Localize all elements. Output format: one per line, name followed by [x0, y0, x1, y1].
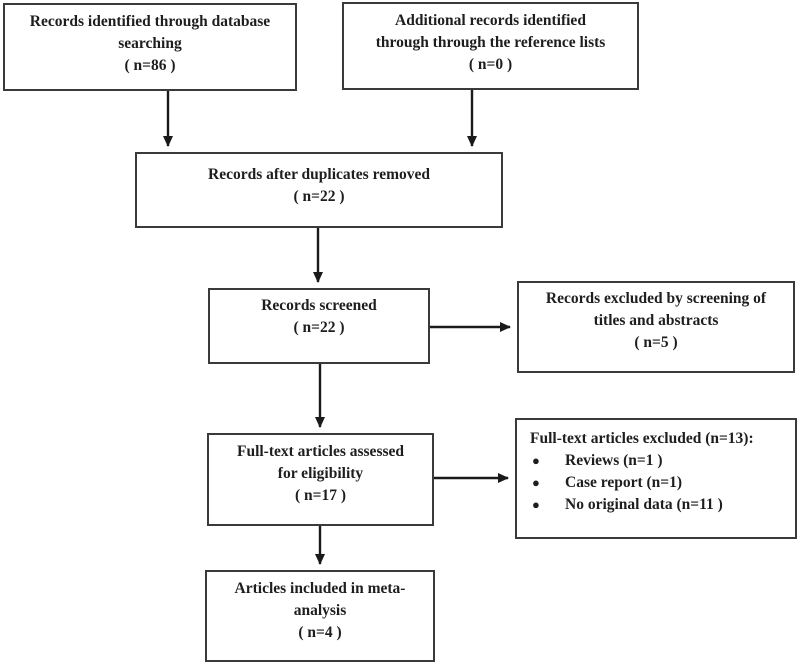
- fulltext-excluded-item: Case report (n=1): [565, 474, 683, 491]
- box-records-screened: Records screened ( n=22 ): [208, 288, 430, 364]
- fulltext-excluded-item: No original data (n=11 ): [565, 496, 723, 513]
- box-fulltext-excluded: Full-text articles excluded (n=13): ● Re…: [515, 418, 797, 539]
- box-fulltext-assessed: Full-text articles assessed for eligibil…: [207, 433, 434, 526]
- fulltext-excluded-item: Reviews (n=1 ): [565, 452, 663, 469]
- fulltext-excluded-item-row: ● No original data (n=11 ): [517, 494, 795, 516]
- articles-included-text: Articles included in meta- analysis ( n=…: [234, 580, 406, 641]
- duplicates-removed-text: Records after duplicates removed ( n=22 …: [208, 166, 430, 205]
- bullet-icon: ●: [532, 497, 540, 512]
- fulltext-excluded-item-row: ● Reviews (n=1 ): [517, 450, 795, 472]
- bullet-icon: ●: [532, 475, 540, 490]
- fulltext-excluded-item-row: ● Case report (n=1): [517, 472, 795, 494]
- box-articles-included: Articles included in meta- analysis ( n=…: [205, 570, 435, 662]
- additional-records-text: Additional records identified through th…: [375, 12, 606, 73]
- bullet-icon: ●: [532, 453, 540, 468]
- box-records-excluded-screening: Records excluded by screening of titles …: [517, 281, 795, 373]
- records-screened-text: Records screened ( n=22 ): [261, 297, 377, 336]
- records-excluded-screening-text: Records excluded by screening of titles …: [545, 290, 767, 351]
- box-records-identified: Records identified through database sear…: [3, 3, 297, 91]
- box-duplicates-removed: Records after duplicates removed ( n=22 …: [135, 152, 503, 228]
- records-identified-text: Records identified through database sear…: [29, 13, 271, 74]
- box-additional-records: Additional records identified through th…: [342, 2, 639, 90]
- fulltext-assessed-text: Full-text articles assessed for eligibil…: [236, 443, 405, 504]
- fulltext-excluded-title: Full-text articles excluded (n=13):: [530, 430, 754, 447]
